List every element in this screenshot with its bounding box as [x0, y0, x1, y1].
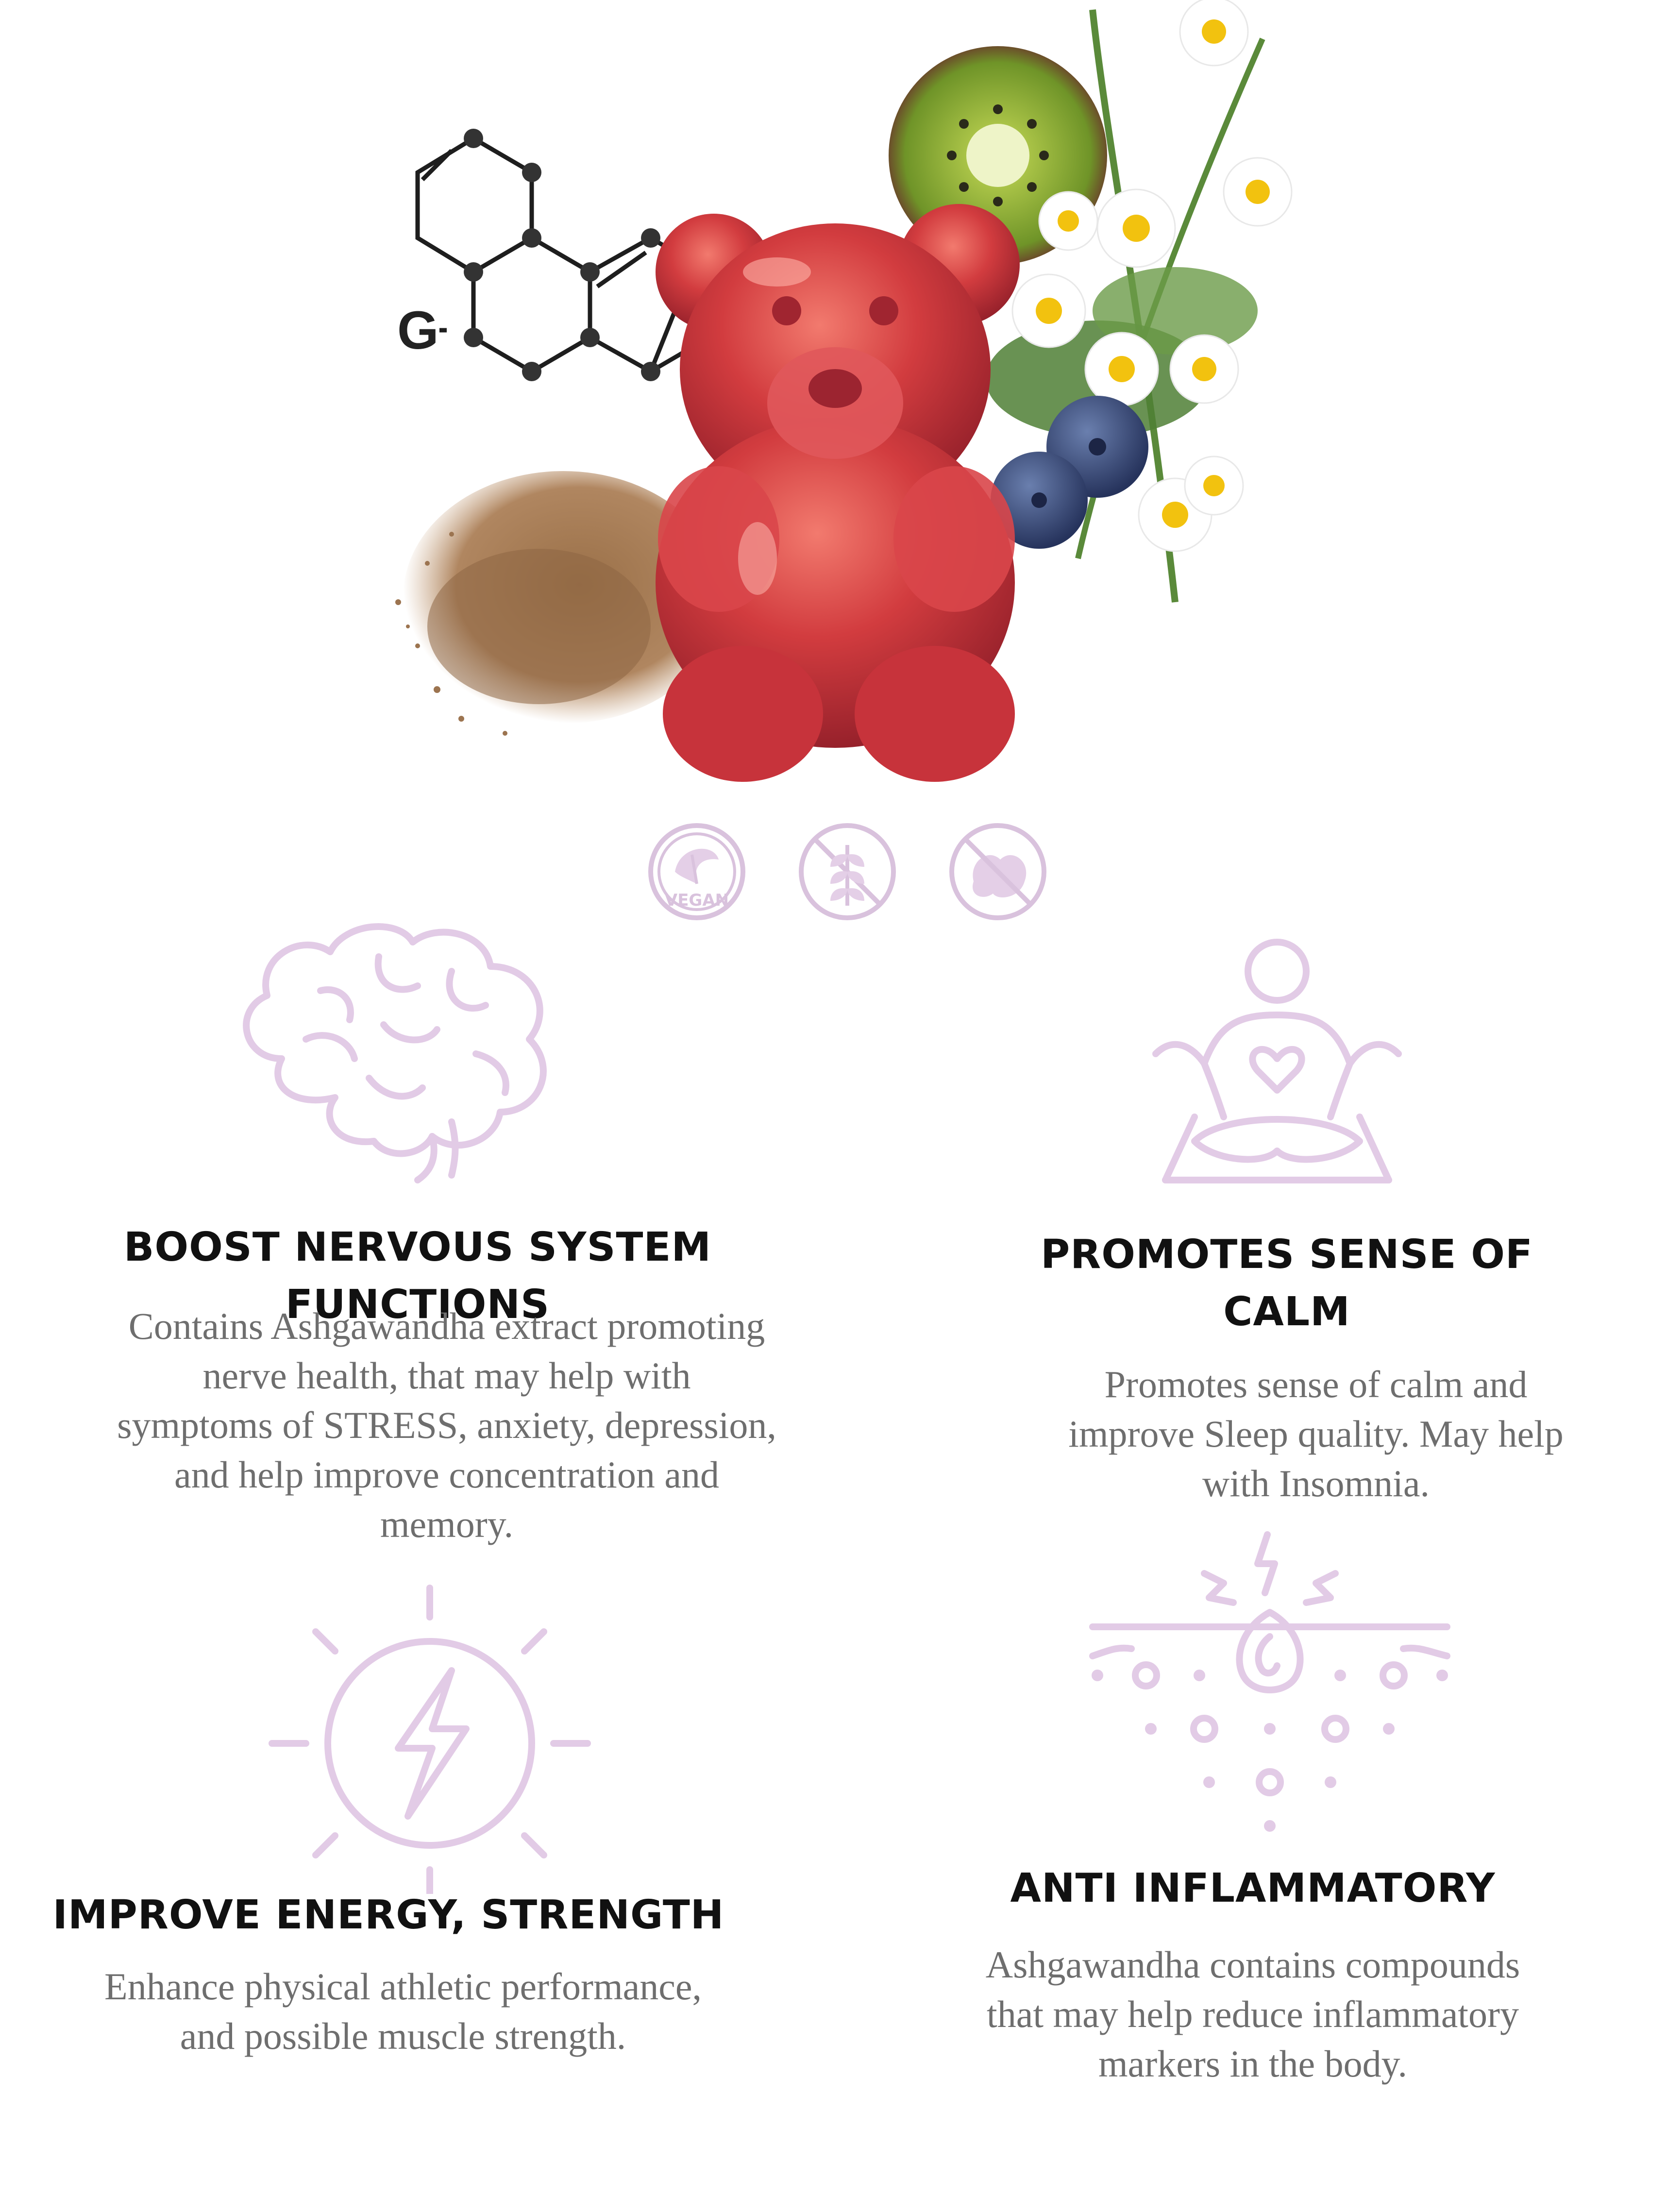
desc-line: Promotes sense of calm and [1104, 1363, 1528, 1405]
desc-line: and help improve concentration and [174, 1453, 719, 1496]
desc-line: symptoms of STRESS, anxiety, depression, [117, 1404, 776, 1446]
desc-line: improve Sleep quality. May help [1068, 1413, 1564, 1455]
vegan-leaf-icon [648, 823, 745, 920]
gummy-bear [656, 204, 1020, 782]
title-line: PROMOTES SENSE OF [1041, 1232, 1533, 1278]
hero-illustration: G [395, 0, 1293, 782]
ashwagandha-powder [395, 471, 724, 736]
feature-title-nervous: BOOST NERVOUS SYSTEM FUNCTIONS [123, 1224, 712, 1328]
meditation-icon [1152, 939, 1402, 1183]
molecule-label: G [397, 301, 439, 360]
desc-line: markers in the body. [1098, 2043, 1408, 2085]
gluten-free-wheat-icon [799, 823, 896, 920]
energy-bolt-icon [269, 1585, 591, 1894]
desc-line: Ashgawandha contains compounds [985, 1943, 1520, 1986]
desc-line: and possible muscle strength. [180, 2015, 626, 2057]
chamomile-flowers [986, 0, 1293, 603]
dietary-badges: VEGAN [646, 816, 1054, 928]
desc-line: Contains Ashgawandha extract promoting [128, 1305, 765, 1347]
vegan-badge-text: VEGAN [665, 891, 729, 910]
feature-desc-inflammatory: Ashgawandha contains compounds that may … [923, 1940, 1583, 2089]
nut-free-peanut-icon [949, 823, 1046, 920]
feature-desc-nervous: Contains Ashgawandha extract promoting n… [68, 1301, 825, 1549]
desc-line: Enhance physical athletic performance, [104, 1965, 702, 2008]
desc-line: nerve health, that may help with [202, 1354, 691, 1397]
blueberries [991, 396, 1148, 549]
desc-line: that may help reduce inflammatory [987, 1993, 1519, 2035]
desc-line: with Insomnia. [1202, 1462, 1430, 1504]
feature-title-inflammatory: ANTI INFLAMMATORY [1010, 1865, 1496, 1911]
feature-desc-calm: Promotes sense of calm and improve Sleep… [1015, 1360, 1617, 1508]
title-line: CALM [1223, 1289, 1350, 1335]
feature-desc-energy: Enhance physical athletic performance, a… [39, 1962, 767, 2061]
skin-inflammation-icon [1089, 1531, 1450, 1832]
feature-title-calm: PROMOTES SENSE OF CALM [995, 1226, 1578, 1341]
brain-icon [243, 923, 547, 1183]
feature-title-energy: IMPROVE ENERGY, STRENGTH [52, 1892, 724, 1938]
molecule-diagram [415, 129, 711, 381]
desc-line: memory. [380, 1503, 514, 1545]
